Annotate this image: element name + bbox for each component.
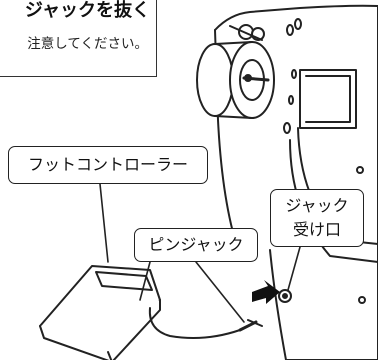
- page-title: ジャックを抜く: [24, 0, 150, 21]
- pin-jack-label: ピンジャック: [134, 228, 258, 262]
- jack-receptacle-label: ジャック 受け口: [270, 189, 364, 247]
- jack-receptacle-line1: ジャック: [285, 196, 349, 215]
- heading-box: ジャックを抜く 注意してください。: [0, 0, 157, 77]
- jack-receptacle-line2: 受け口: [292, 220, 341, 239]
- foot-controller-text: フットコントローラー: [27, 155, 188, 174]
- insert-arrow-icon: [252, 280, 280, 304]
- foot-controller-label: フットコントローラー: [8, 146, 208, 184]
- caution-note: 注意してください。: [27, 36, 148, 52]
- pin-jack-text: ピンジャック: [148, 235, 244, 254]
